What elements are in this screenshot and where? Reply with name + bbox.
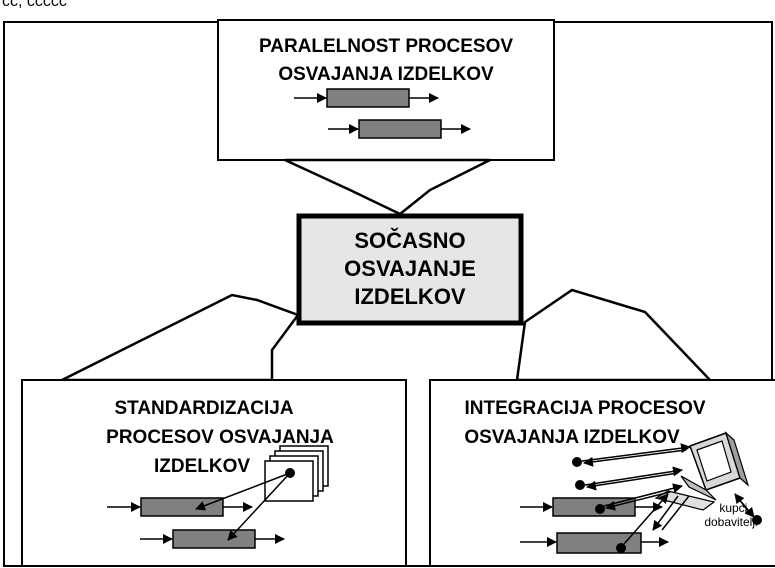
standards-link-1 — [195, 472, 291, 511]
arrow-right-to-center — [515, 288, 713, 382]
center-box-frame — [296, 213, 524, 326]
process-bar-2 — [358, 119, 442, 139]
integration-link-1 — [581, 443, 691, 462]
data-node-2 — [575, 480, 585, 490]
left-box: STANDARDIZACIJA PROCESOV OSVAJANJA IZDEL… — [21, 379, 407, 567]
caption-fragment: čč, ččččč — [2, 0, 67, 10]
top-box-title-line1: PARALELNOST PROCESOV — [259, 36, 513, 57]
integration-link-2 — [584, 466, 683, 486]
partners-link-back — [737, 497, 755, 518]
right-process-bar-2 — [556, 532, 642, 554]
left-box-title-line3: IZDELKOV — [154, 456, 250, 477]
left-process-bar-1 — [140, 497, 224, 517]
integration-link-2b — [586, 472, 679, 491]
center-box: SOČASNO OSVAJANJE IZDELKOV — [296, 213, 524, 326]
left-box-title-line2: PROCESOV OSVAJANJA — [106, 427, 334, 448]
right-box-title-line1: INTEGRACIJA PROCESOV — [464, 398, 705, 419]
center-title-line3: IZDELKOV — [354, 284, 466, 309]
process-node-2 — [616, 543, 626, 553]
integration-link-4 — [623, 493, 669, 545]
arrow-left-to-center — [61, 293, 301, 382]
left-box-title-line1: STANDARDIZACIJA — [114, 398, 293, 419]
top-box-title-line2: OSVAJANJA IZDELKOV — [278, 64, 494, 85]
integration-link-1b — [583, 449, 687, 467]
top-box: PARALELNOST PROCESOV OSVAJANJA IZDELKOV — [217, 19, 555, 161]
right-box-title-line2: OSVAJANJA IZDELKOV — [464, 427, 680, 448]
partners-label-line2: dobavitelji — [704, 515, 757, 529]
right-box: INTEGRACIJA PROCESOV OSVAJANJA IZDELKOV … — [429, 379, 775, 567]
arrow-top-to-center — [284, 158, 491, 216]
center-title-line1: SOČASNO — [354, 228, 465, 253]
integration-link-5 — [661, 495, 690, 531]
process-bar-1 — [326, 88, 410, 108]
process-node-1 — [595, 504, 605, 514]
data-node-1 — [572, 457, 582, 467]
integration-link-3 — [603, 483, 683, 507]
left-process-bar-2 — [172, 529, 256, 549]
integration-link-4b — [652, 495, 679, 531]
standards-link-2 — [227, 472, 291, 541]
standards-documents-icon — [264, 445, 329, 502]
partners-label-line1: kupci, — [719, 501, 750, 515]
center-title-line2: OSVAJANJE — [344, 256, 476, 281]
